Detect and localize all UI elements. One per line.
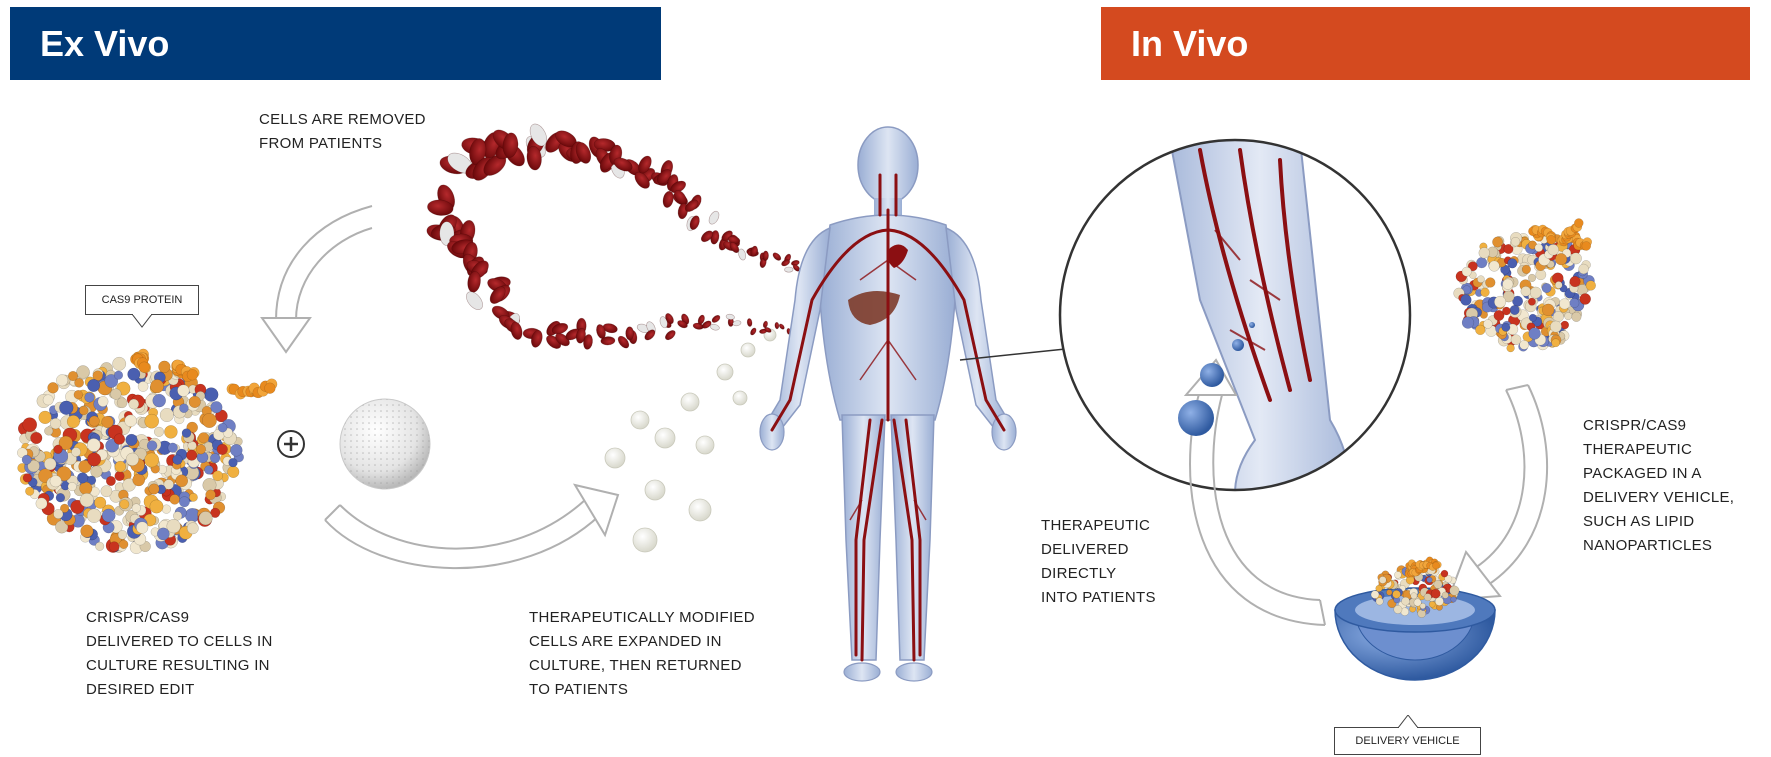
caption-packaged: CRISPR/CAS9 THERAPEUTIC PACKAGED IN A DE…: [1583, 414, 1734, 558]
human-body-icon: [760, 127, 1016, 681]
cas9-protein-tag: CAS9 PROTEIN: [85, 285, 199, 315]
white-cell-sphere-icon: [340, 399, 430, 489]
delivery-vehicle-tag: DELIVERY VEHICLE: [1334, 727, 1481, 755]
cas9-protein-icon: [17, 349, 277, 554]
cas9-protein-tag-label: CAS9 PROTEIN: [102, 294, 183, 306]
vehicle-tag-pointer: [1398, 715, 1418, 728]
arrow-return-to-patient: [325, 485, 618, 568]
cas9-tag-pointer: [132, 314, 152, 328]
modified-cells-icon: [605, 329, 776, 552]
caption-delivered-directly: THERAPEUTIC DELIVERED DIRECTLY INTO PATI…: [1041, 514, 1156, 610]
arrow-package: [1448, 385, 1547, 600]
red-blood-cells-icon: [425, 121, 801, 351]
caption-crispr-delivered: CRISPR/CAS9 DELIVERED TO CELLS IN CULTUR…: [86, 606, 273, 702]
plus-icon: [278, 431, 304, 457]
arm-magnifier-icon: [1060, 140, 1410, 520]
cas9-therapeutic-icon: [1454, 219, 1596, 353]
caption-modified-cells: THERAPEUTICALLY MODIFIED CELLS ARE EXPAN…: [529, 606, 755, 702]
caption-cells-removed: CELLS ARE REMOVED FROM PATIENTS: [259, 108, 426, 156]
delivery-vehicle-tag-label: DELIVERY VEHICLE: [1355, 735, 1459, 747]
arrow-removed-to-culture: [262, 206, 372, 352]
